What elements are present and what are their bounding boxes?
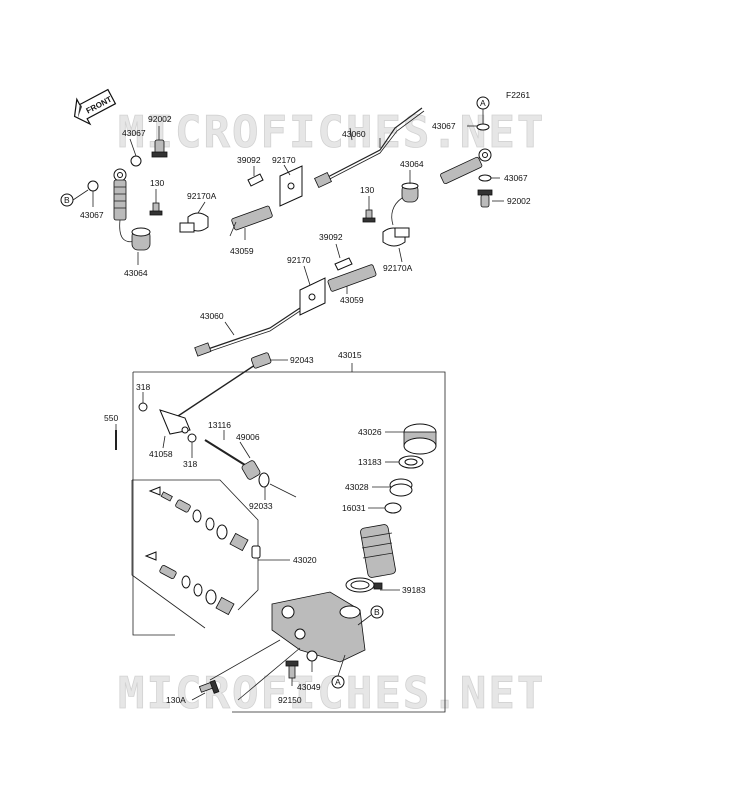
cap-43026 bbox=[403, 423, 437, 455]
clevis-41058 bbox=[159, 409, 191, 435]
label-13183: 13183 bbox=[358, 457, 382, 467]
label-318-bottom: 318 bbox=[183, 459, 197, 469]
label-92002-left: 92002 bbox=[148, 114, 172, 124]
label-92170-mid: 92170 bbox=[287, 255, 311, 265]
front-arrow-icon: FRONT bbox=[73, 88, 117, 126]
label-39183: 39183 bbox=[402, 585, 426, 595]
bolt-92002-right bbox=[477, 189, 493, 208]
bracket-92170-top bbox=[279, 165, 303, 207]
label-92150: 92150 bbox=[278, 695, 302, 705]
gasket-13183 bbox=[398, 455, 424, 469]
label-43026: 43026 bbox=[358, 427, 382, 437]
clamp-92170A-left bbox=[179, 212, 209, 233]
label-92170A-mid: 92170A bbox=[383, 263, 413, 273]
callout-a-bottom: A bbox=[335, 677, 341, 687]
label-92170-top: 92170 bbox=[272, 155, 296, 165]
label-43059-top: 43059 bbox=[230, 246, 254, 256]
label-130A: 130A bbox=[166, 695, 186, 705]
washer-43067-left-bottom bbox=[87, 180, 99, 192]
bolt-130-left bbox=[149, 202, 163, 216]
clip-39092-mid bbox=[334, 257, 353, 271]
label-43067-left-top: 43067 bbox=[122, 128, 146, 138]
washer-43067-right-bottom bbox=[478, 174, 492, 182]
washer-43067-right-top bbox=[476, 123, 490, 131]
label-43067-right-bottom: 43067 bbox=[504, 173, 528, 183]
callout-b-top: B bbox=[64, 195, 70, 205]
label-43028: 43028 bbox=[345, 482, 369, 492]
fitting-92043 bbox=[250, 352, 272, 369]
hose-end-right bbox=[440, 148, 492, 185]
kit-43020-box bbox=[132, 479, 259, 611]
plate-43028 bbox=[389, 478, 413, 497]
label-43049: 43049 bbox=[297, 682, 321, 692]
washer-43049 bbox=[306, 650, 318, 662]
label-92002-right: 92002 bbox=[507, 196, 531, 206]
clamp-39183 bbox=[345, 577, 383, 593]
label-43015: 43015 bbox=[338, 350, 362, 360]
label-13116: 13116 bbox=[208, 420, 231, 430]
callout-a-top: A bbox=[480, 98, 486, 108]
bolt-130A bbox=[198, 679, 220, 694]
label-43060-top: 43060 bbox=[342, 129, 366, 139]
label-16031: 16031 bbox=[342, 503, 366, 513]
label-92043: 92043 bbox=[290, 355, 314, 365]
grommet-43064-left bbox=[131, 227, 151, 251]
label-92033: 92033 bbox=[249, 501, 273, 511]
label-49006: 49006 bbox=[236, 432, 260, 442]
hose-end-left bbox=[113, 168, 141, 243]
label-43064-left: 43064 bbox=[124, 268, 148, 278]
cable-43060-top bbox=[321, 107, 423, 181]
label-130-mid: 130 bbox=[360, 185, 374, 195]
nut-318-bottom bbox=[187, 433, 197, 443]
label-130-left: 130 bbox=[150, 178, 164, 188]
clamp-92170A-right bbox=[382, 227, 410, 247]
adjuster-43059-top bbox=[229, 205, 273, 237]
label-43067-left-bottom: 43067 bbox=[80, 210, 104, 220]
ring-92033 bbox=[258, 472, 270, 488]
label-43067-right-top: 43067 bbox=[432, 121, 456, 131]
grommet-43064-right bbox=[401, 182, 419, 203]
kit-parts-upper bbox=[148, 486, 261, 559]
clip-39092-top bbox=[247, 173, 264, 187]
label-550: 550 bbox=[104, 413, 118, 423]
label-92170A-left: 92170A bbox=[187, 191, 217, 201]
label-43020: 43020 bbox=[293, 555, 317, 565]
assembly-43015-box bbox=[152, 371, 446, 713]
callout-b-bottom: B bbox=[374, 607, 380, 617]
bracket-92170-mid bbox=[299, 277, 326, 316]
label-39092-mid: 39092 bbox=[319, 232, 343, 242]
watermark-top: MICROFICHES.NET bbox=[118, 107, 545, 158]
label-43060-bottom: 43060 bbox=[200, 311, 224, 321]
label-39092-top: 39092 bbox=[237, 155, 261, 165]
nut-318-top bbox=[138, 402, 148, 412]
label-318-top: 318 bbox=[136, 382, 150, 392]
cable-43060-bottom bbox=[204, 307, 301, 351]
bolt-92002-left bbox=[151, 126, 168, 158]
master-cylinder-body bbox=[271, 591, 366, 663]
washer-43067-left-top bbox=[130, 155, 142, 167]
rod-13116 bbox=[204, 439, 246, 466]
bolt-130-mid bbox=[362, 209, 376, 223]
figure-code: F2261 bbox=[506, 90, 530, 100]
adjuster-43059-mid bbox=[327, 264, 377, 292]
label-43059-mid: 43059 bbox=[340, 295, 364, 305]
washer-16031 bbox=[384, 502, 402, 514]
watermark-bottom: MICROFICHES.NET bbox=[118, 668, 545, 719]
reservoir-body bbox=[360, 524, 396, 578]
label-41058: 41058 bbox=[149, 449, 173, 459]
kit-parts-lower bbox=[144, 551, 235, 616]
label-43064-right: 43064 bbox=[400, 159, 424, 169]
boot-49006 bbox=[241, 460, 261, 480]
